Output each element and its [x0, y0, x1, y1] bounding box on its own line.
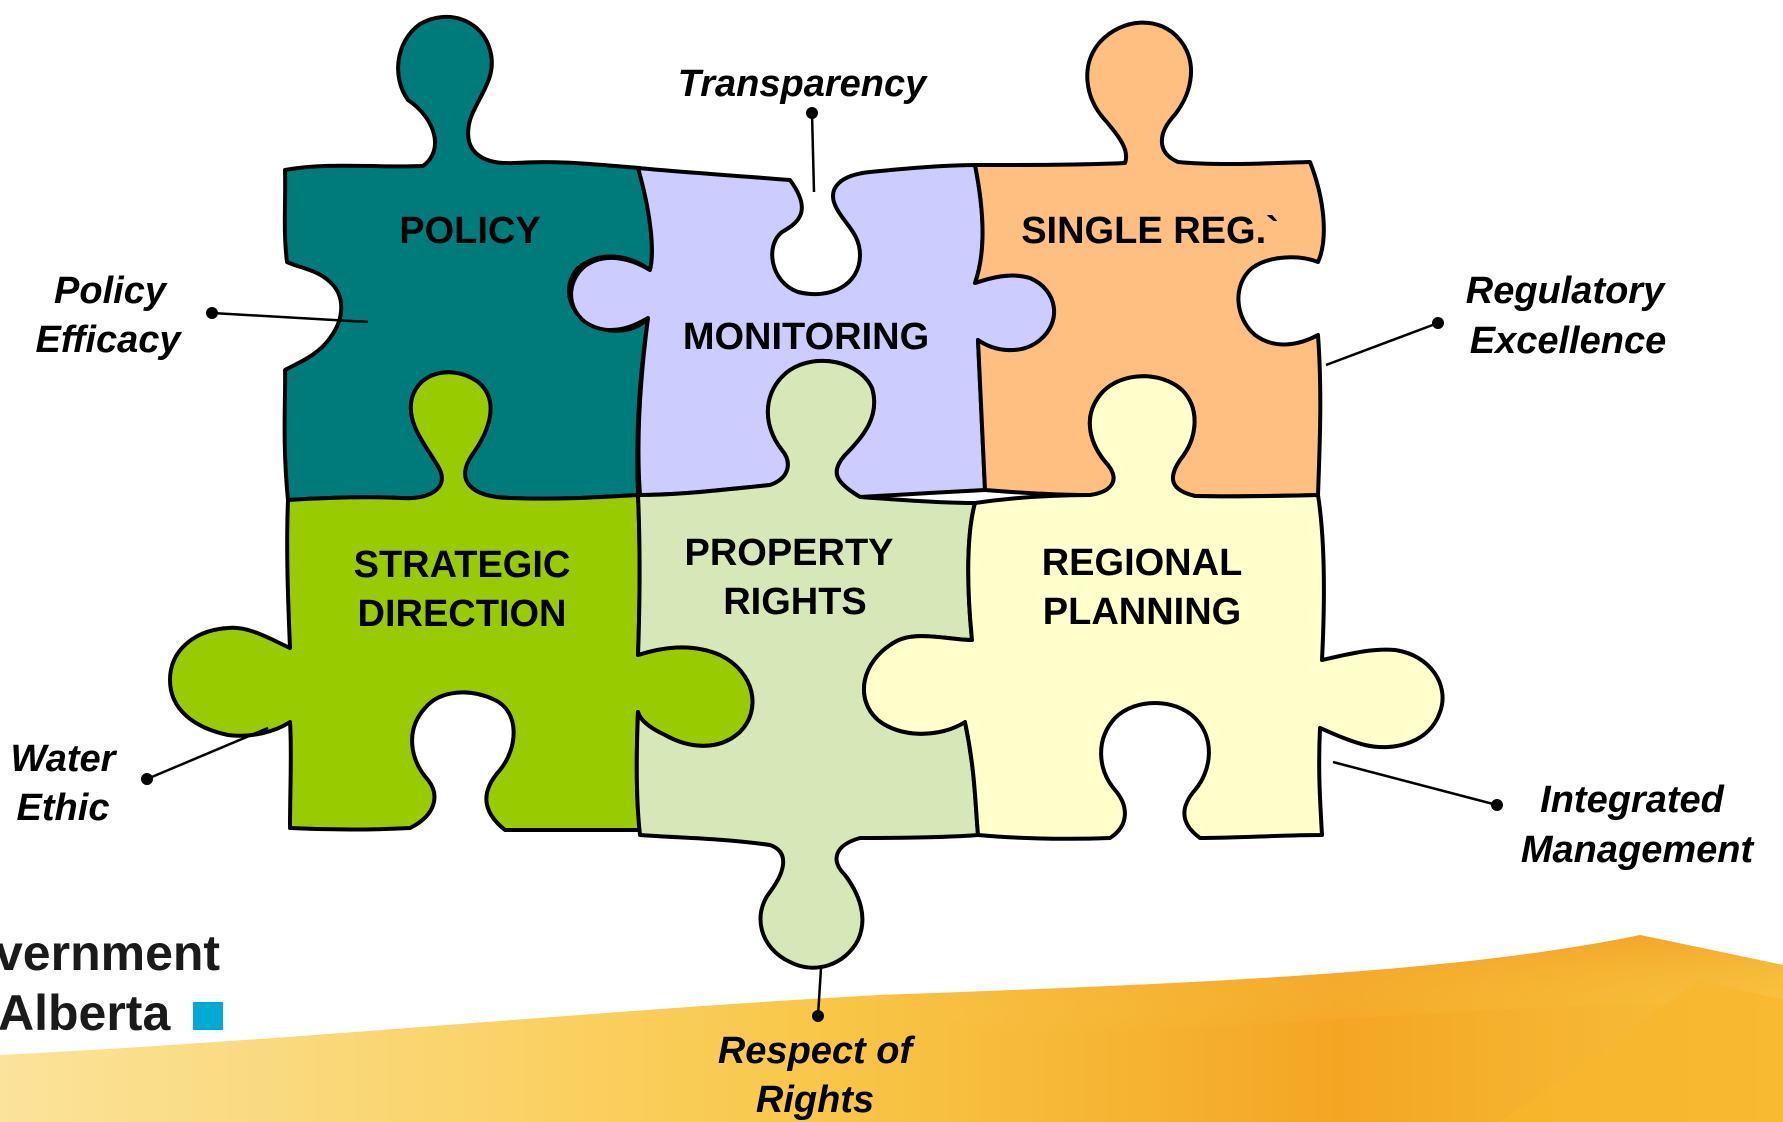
single-reg-piece — [973, 20, 1326, 499]
water-ethic-callout-line1: Water — [11, 738, 118, 780]
integrated-callout-line1: Integrated — [1540, 779, 1724, 821]
regulatory-callout-line2: Excellence — [1470, 320, 1666, 362]
property-label-line2: RIGHTS — [723, 581, 867, 623]
logo-square-icon — [193, 1002, 223, 1030]
regulatory-leader — [1325, 321, 1439, 367]
transparency-dot — [806, 107, 818, 119]
property-rights-piece — [634, 358, 980, 970]
monitoring-piece — [569, 163, 1057, 499]
government-logo: vernment Alberta — [0, 925, 223, 1041]
policy-efficacy-callout-line2: Efficacy — [35, 319, 182, 361]
water-ethic-dot — [141, 773, 153, 785]
strategic-label-line2: DIRECTION — [358, 593, 567, 635]
property-label-line1: PROPERTY — [684, 532, 893, 574]
monitoring-label: MONITORING — [683, 316, 929, 358]
water-ethic-callout-line2: Ethic — [17, 787, 110, 829]
integrated-leader — [1332, 760, 1498, 807]
policy-label: POLICY — [399, 210, 540, 252]
policy-efficacy-leader — [211, 311, 369, 324]
respect-dot — [812, 1010, 824, 1022]
respect-callout-line2: Rights — [756, 1079, 874, 1121]
transparency-leader — [810, 112, 816, 193]
logo-line2: Alberta — [0, 985, 171, 1041]
regional-label-line1: REGIONAL — [1042, 542, 1243, 584]
respect-leader — [816, 967, 823, 1017]
policy-efficacy-dot — [206, 307, 218, 319]
logo-line1: vernment — [0, 925, 220, 981]
policy-efficacy-callout-line1: Policy — [54, 270, 168, 312]
regional-planning-piece — [862, 374, 1445, 841]
integrated-callout-line2: Management — [1521, 829, 1755, 871]
transparency-callout: Transparency — [678, 63, 928, 105]
regulatory-dot — [1432, 317, 1444, 329]
strategic-label-line1: STRATEGIC — [354, 544, 571, 586]
landscape-band — [0, 935, 1783, 1122]
regional-label-line2: PLANNING — [1043, 591, 1241, 633]
water-ethic-leader — [146, 726, 269, 781]
regulatory-callout-line1: Regulatory — [1466, 270, 1666, 312]
single-reg-label: SINGLE REG.` — [1021, 210, 1279, 252]
respect-callout-line1: Respect of — [718, 1030, 916, 1072]
integrated-dot — [1491, 799, 1503, 811]
